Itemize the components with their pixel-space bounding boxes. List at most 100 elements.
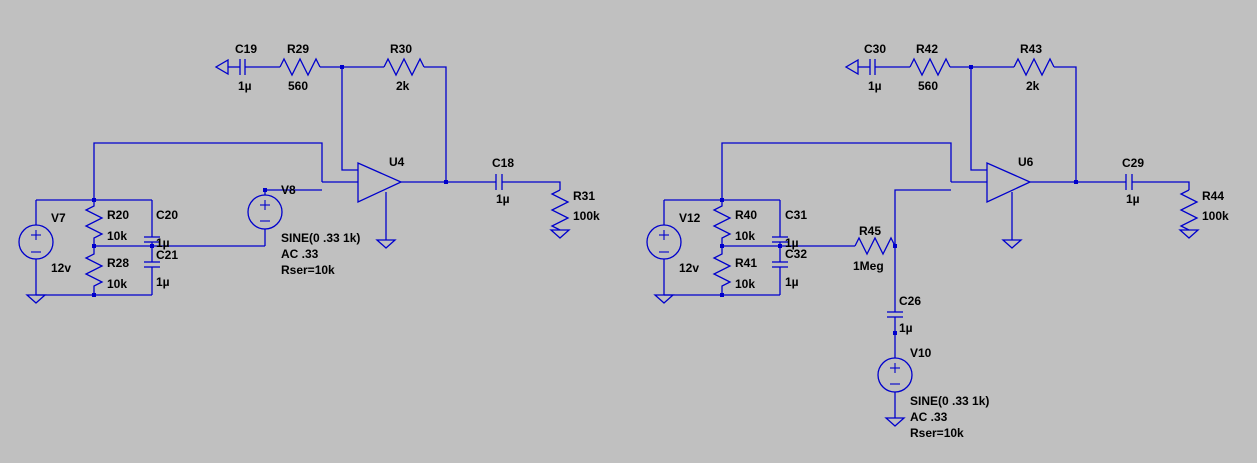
gnd-v7 xyxy=(25,294,47,304)
wire-bias-top xyxy=(93,142,323,200)
r45-value: 1Meg xyxy=(853,259,884,273)
c26-capacitor[interactable] xyxy=(887,246,903,358)
c32-value: 1µ xyxy=(785,275,799,289)
v10-line3: Rser=10k xyxy=(910,426,964,440)
wire-r45-node xyxy=(894,189,951,246)
c21-ref: C21 xyxy=(156,248,178,262)
gnd-r44 xyxy=(1178,229,1200,239)
c26-value: 1µ xyxy=(899,321,913,335)
r20-value: 10k xyxy=(107,229,127,243)
gnd-u4 xyxy=(375,239,397,249)
c30-ref: C30 xyxy=(864,42,886,56)
v12-source[interactable] xyxy=(646,199,722,295)
gnd-u6 xyxy=(1001,239,1023,249)
gnd-c19 xyxy=(214,58,229,76)
r42-resistor[interactable] xyxy=(909,57,1014,77)
c18-value: 1µ xyxy=(496,192,510,206)
r28-resistor[interactable] xyxy=(84,246,104,295)
r45-resistor[interactable] xyxy=(854,236,896,256)
c30-capacitor[interactable] xyxy=(858,59,910,75)
v10-line2: AC .33 xyxy=(910,410,948,424)
r20-resistor[interactable] xyxy=(84,200,104,246)
r28-value: 10k xyxy=(107,277,127,291)
c21-capacitor[interactable] xyxy=(144,246,160,295)
v12-value: 12v xyxy=(679,261,699,275)
r31-resistor[interactable] xyxy=(550,189,570,231)
v12-ref: V12 xyxy=(679,211,701,225)
c18-capacitor[interactable] xyxy=(495,174,561,190)
c19-capacitor[interactable] xyxy=(228,59,280,75)
c32-ref: C32 xyxy=(785,247,807,261)
gnd-r31 xyxy=(549,229,571,239)
c31-capacitor[interactable] xyxy=(772,200,788,246)
u4-ref: U4 xyxy=(389,155,405,169)
u6-ref: U6 xyxy=(1018,155,1034,169)
r41-resistor[interactable] xyxy=(712,246,732,295)
r40-value: 10k xyxy=(735,229,755,243)
r30-value: 2k xyxy=(396,79,410,93)
gnd-v12 xyxy=(653,294,675,304)
c20-ref: C20 xyxy=(156,208,178,222)
c26-ref: C26 xyxy=(899,294,921,308)
r42-value: 560 xyxy=(918,79,938,93)
wire-inverting-input-r xyxy=(970,67,987,171)
u6-opamp[interactable] xyxy=(986,162,1032,240)
v10-source[interactable] xyxy=(877,357,913,418)
v8-line1: SINE(0 .33 1k) xyxy=(281,231,360,245)
c20-value: 1µ xyxy=(156,236,170,250)
r40-ref: R40 xyxy=(735,208,757,222)
left-circuit xyxy=(18,57,571,304)
v8-polarity xyxy=(260,200,270,222)
c21-value: 1µ xyxy=(156,275,170,289)
u4-opamp[interactable] xyxy=(357,162,403,240)
c31-value: 1µ xyxy=(785,236,799,250)
v8-line2: AC .33 xyxy=(281,247,319,261)
c18-ref: C18 xyxy=(492,156,514,170)
r44-ref: R44 xyxy=(1202,189,1224,203)
r28-ref: R28 xyxy=(107,256,129,270)
c19-ref: C19 xyxy=(235,42,257,56)
r43-resistor[interactable] xyxy=(1013,57,1077,182)
r44-resistor[interactable] xyxy=(1179,189,1199,231)
r43-ref: R43 xyxy=(1020,42,1042,56)
wire-inverting-input xyxy=(341,67,358,171)
v12-polarity xyxy=(659,230,669,253)
r41-value: 10k xyxy=(735,277,755,291)
v10-polarity xyxy=(890,363,900,385)
v7-source[interactable] xyxy=(18,199,94,295)
r29-ref: R29 xyxy=(287,42,309,56)
v8-line3: Rser=10k xyxy=(281,263,335,277)
v7-polarity xyxy=(31,230,41,253)
c29-capacitor[interactable] xyxy=(1125,174,1190,190)
v7-ref: V7 xyxy=(51,211,66,225)
r42-ref: R42 xyxy=(916,42,938,56)
c32-capacitor[interactable] xyxy=(772,246,788,295)
r44-value: 100k xyxy=(1202,209,1229,223)
v7-value: 12v xyxy=(51,261,71,275)
c31-ref: C31 xyxy=(785,208,807,222)
wire-bias-top-r xyxy=(721,142,952,200)
r41-ref: R41 xyxy=(735,256,757,270)
junction-dots xyxy=(92,65,1078,335)
c30-value: 1µ xyxy=(868,79,882,93)
c29-ref: C29 xyxy=(1122,156,1144,170)
r30-resistor[interactable] xyxy=(383,57,447,182)
r29-value: 560 xyxy=(288,79,308,93)
r40-resistor[interactable] xyxy=(712,200,732,246)
v8-source[interactable] xyxy=(247,190,283,246)
right-circuit xyxy=(646,57,1200,427)
v10-ref: V10 xyxy=(910,346,932,360)
r43-value: 2k xyxy=(1026,79,1040,93)
r45-ref: R45 xyxy=(859,224,881,238)
v8-ref: V8 xyxy=(281,183,296,197)
r31-value: 100k xyxy=(573,209,600,223)
r29-resistor[interactable] xyxy=(279,57,384,77)
r30-ref: R30 xyxy=(390,42,412,56)
r20-ref: R20 xyxy=(107,208,129,222)
c19-value: 1µ xyxy=(238,79,252,93)
c29-value: 1µ xyxy=(1126,192,1140,206)
gnd-v10 xyxy=(884,417,906,427)
v10-line1: SINE(0 .33 1k) xyxy=(910,394,989,408)
